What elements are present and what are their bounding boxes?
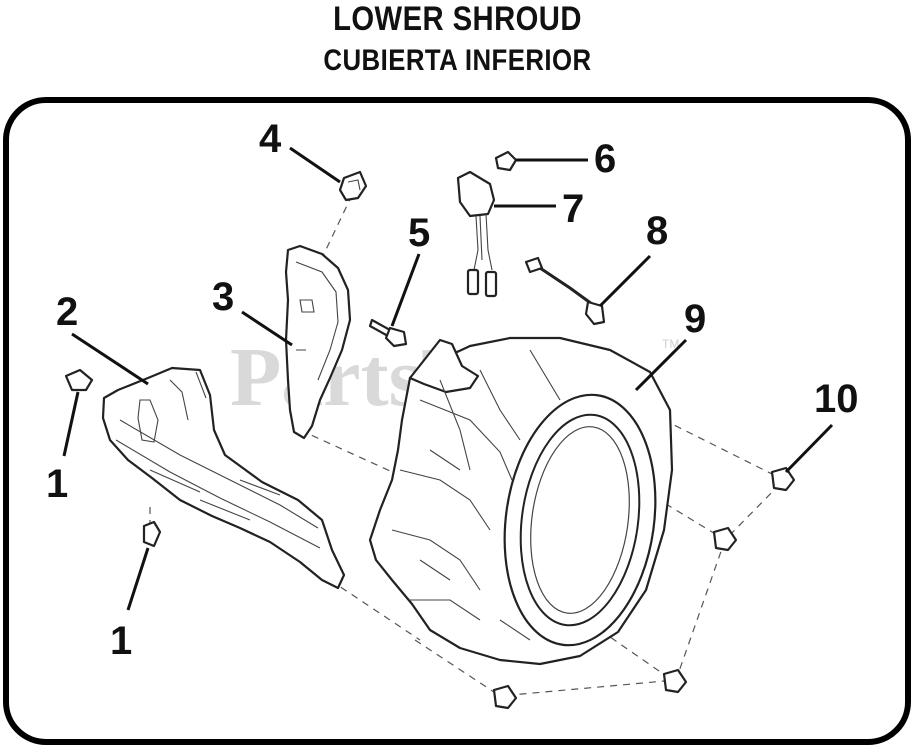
blower-housing bbox=[368, 336, 674, 666]
screw-lower bbox=[142, 520, 162, 548]
watermark-trademark: TM bbox=[662, 337, 679, 351]
diagram-subtitle: CUBIERTA INFERIOR bbox=[323, 44, 592, 77]
callout-2: 2 bbox=[56, 290, 78, 334]
screw-upper bbox=[64, 368, 94, 392]
shroud-bracket bbox=[284, 244, 352, 440]
callout-5: 5 bbox=[408, 211, 430, 255]
lower-shroud-side-panel bbox=[101, 366, 346, 590]
mounting-clip bbox=[338, 170, 368, 202]
housing-screws bbox=[492, 466, 796, 710]
callout-1-lower: 1 bbox=[110, 619, 132, 663]
callout-9: 9 bbox=[684, 297, 706, 341]
diagram-frame bbox=[3, 97, 911, 745]
callout-3: 3 bbox=[212, 275, 234, 319]
callout-7: 7 bbox=[562, 187, 584, 231]
callout-6: 6 bbox=[594, 137, 616, 181]
diagram-title: LOWER SHROUD bbox=[333, 0, 582, 38]
callout-8: 8 bbox=[646, 209, 668, 253]
callout-1-upper: 1 bbox=[46, 462, 68, 506]
callout-10: 10 bbox=[814, 377, 859, 421]
hex-bolt bbox=[368, 318, 408, 348]
small-screw bbox=[494, 150, 518, 172]
ground-wire bbox=[524, 256, 606, 326]
leader-lines bbox=[62, 146, 834, 611]
callout-4: 4 bbox=[259, 117, 282, 161]
ignition-module bbox=[456, 170, 498, 298]
